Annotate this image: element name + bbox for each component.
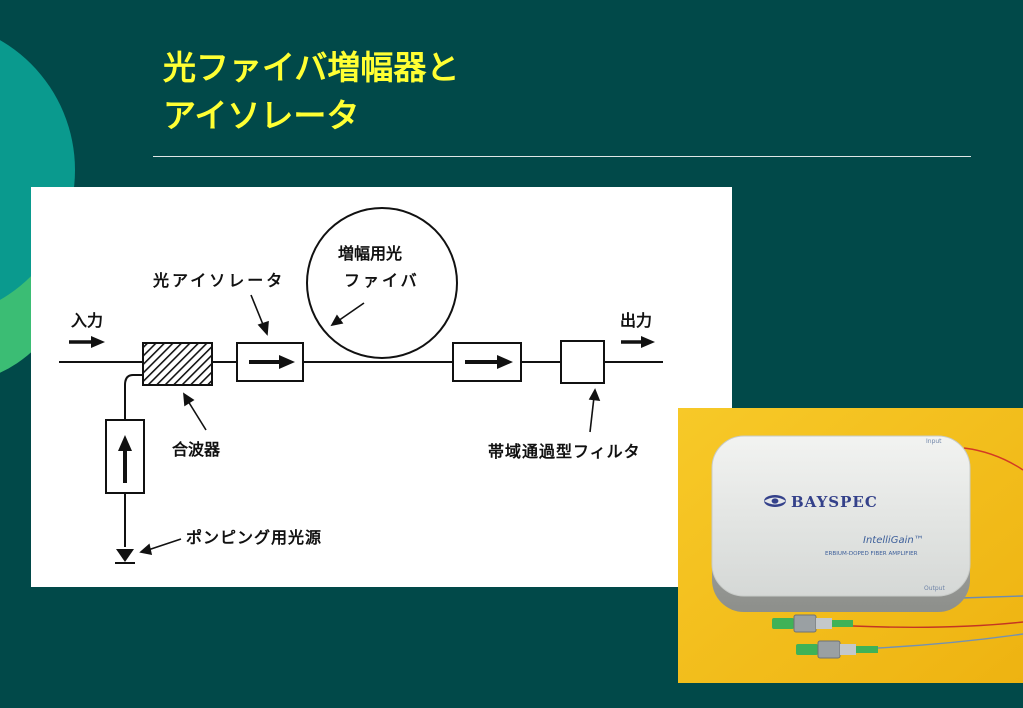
amplifier-diagram: 入力 出力 光アイソレータ 増幅用光 ファイバ 合波器 帯域通過型フィルタ ポン… — [31, 187, 732, 587]
bayspec-logo-icon — [764, 495, 786, 507]
fiber-connector-1 — [772, 614, 853, 633]
bandpass-filter-label: 帯域通過型フィルタ — [488, 442, 641, 461]
fiber-pointer-head — [330, 314, 344, 327]
amplification-fiber-coil — [306, 207, 458, 359]
optical-isolator-1 — [236, 342, 304, 382]
output-port-label: Output — [924, 585, 945, 592]
pump-pointer-line — [147, 538, 182, 551]
pump-source-label: ポンピング用光源 — [186, 528, 322, 547]
bandpass-filter-box — [560, 340, 605, 384]
pump-isolator — [105, 419, 145, 494]
output-label: 出力 — [620, 311, 652, 330]
combiner-pointer-line — [187, 400, 207, 431]
fiber-cable-blue-2 — [877, 633, 1023, 649]
fiber-cable-blue — [960, 595, 1023, 599]
isolator-pointer-head — [257, 320, 269, 336]
brand-name: BAYSPEC — [791, 493, 878, 511]
output-arrow-icon — [621, 336, 655, 348]
title-divider — [153, 156, 971, 157]
input-arrow-icon — [69, 336, 105, 348]
combiner-pointer-head — [183, 392, 195, 407]
amp-fiber-label-line-1: 増幅用光 — [338, 244, 402, 263]
main-fiber-path — [59, 361, 663, 547]
slide-title: 光ファイバ増幅器と アイソレータ — [163, 44, 459, 140]
combiner-label: 合波器 — [172, 440, 221, 459]
fiber-cable-red — [963, 447, 1023, 471]
input-label: 入力 — [71, 311, 103, 330]
combiner-box — [142, 342, 213, 386]
fiber-connector-2 — [796, 640, 878, 659]
isolator-label: 光アイソレータ — [152, 271, 285, 290]
product-subtitle: ERBIUM-DOPED FIBER AMPLIFIER — [825, 551, 918, 557]
pump-fiber-path — [124, 374, 143, 420]
fiber-cable-red-2 — [852, 621, 1023, 629]
isolator-pointer-line — [250, 294, 265, 328]
amplifier-box-top — [711, 435, 971, 597]
optical-isolator-2 — [452, 342, 522, 382]
pump-pointer-head — [139, 543, 153, 556]
filter-pointer-line — [589, 396, 595, 433]
filter-pointer-head — [588, 388, 601, 401]
product-name: IntelliGain™ — [863, 535, 924, 546]
amplifier-diagram-svg: 入力 出力 光アイソレータ 増幅用光 ファイバ 合波器 帯域通過型フィルタ ポン… — [59, 207, 663, 564]
amplifier-product-photo: BAYSPEC IntelliGain™ ERBIUM-DOPED FIBER … — [678, 408, 1023, 683]
label-pointers — [139, 294, 601, 556]
fiber-pointer-line — [337, 302, 365, 322]
amp-fiber-label-line-2: ファイバ — [344, 271, 420, 290]
amplifier-product-photo-svg: BAYSPEC IntelliGain™ ERBIUM-DOPED FIBER … — [678, 408, 1023, 683]
slide-title-line-2: アイソレータ — [163, 96, 360, 135]
pump-laser-diode-icon — [115, 549, 135, 564]
slide-title-line-1: 光ファイバ増幅器と — [163, 48, 460, 87]
input-port-label: Input — [926, 438, 942, 445]
